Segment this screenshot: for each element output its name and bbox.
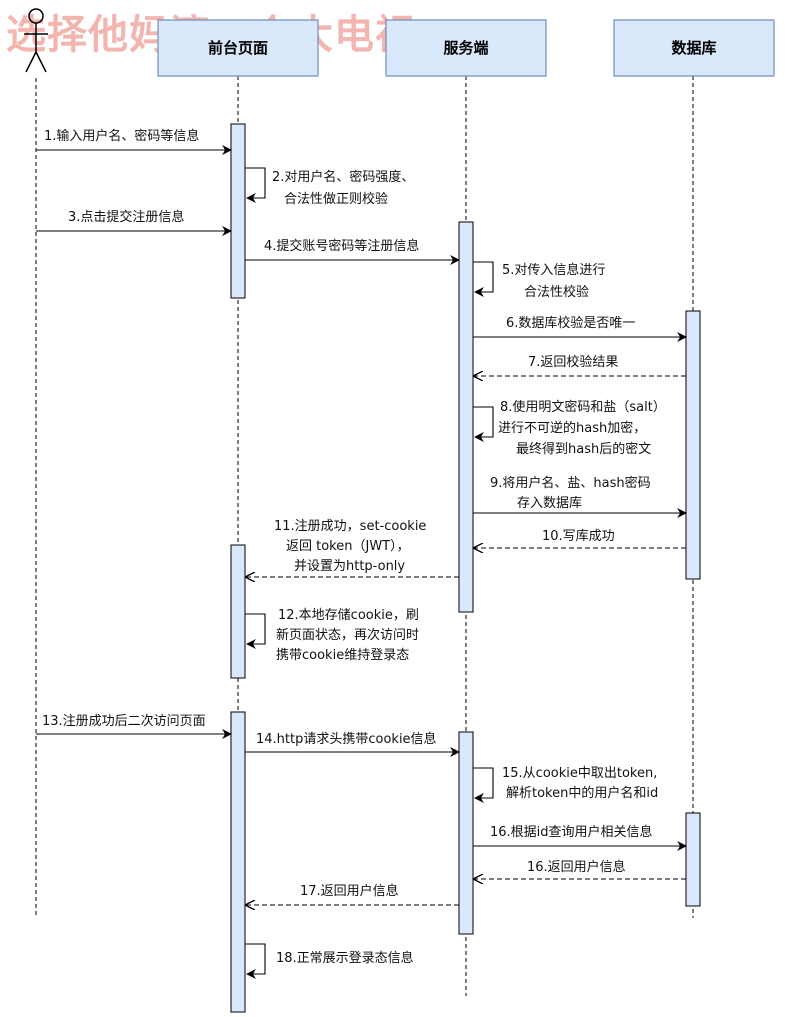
participant-database: 数据库: [613, 19, 775, 77]
participant-server: 服务端: [385, 19, 547, 77]
message-9-label: 9.将用户名、盐、hash密码 存入数据库: [490, 475, 655, 511]
message-5-label: 5.对传入信息进行 合法性校验: [502, 262, 610, 300]
message-17-label: 17.返回用户信息: [300, 883, 399, 899]
participant-frontend-label: 前台页面: [208, 39, 268, 57]
message-3-label: 3.点击提交注册信息: [68, 209, 184, 225]
message-13-label: 13.注册成功后二次访问页面: [42, 713, 206, 729]
user-actor-icon: [24, 8, 48, 73]
message-16-return-label: 16.返回用户信息: [527, 859, 626, 875]
message-8-arrow: [473, 406, 494, 442]
message-16-label: 16.根据id查询用户相关信息: [490, 824, 653, 840]
participant-database-label: 数据库: [671, 39, 716, 57]
message-11-label: 11.注册成功，set-cookie 返回 token（JWT）， 并设置为ht…: [274, 519, 431, 574]
participant-frontend: 前台页面: [157, 19, 319, 77]
activation-frontend-3: [230, 711, 246, 1013]
message-2-label: 2.对用户名、密码强度、 合法性做正则校验: [272, 169, 419, 207]
message-15-label: 15.从cookie中取出token, 解析token中的用户名和id: [502, 766, 662, 801]
message-1-label: 1.输入用户名、密码等信息: [44, 128, 199, 144]
activation-database-2: [685, 812, 701, 907]
message-8-label: 8.使用明文密码和盐（salt） 进行不可逆的hash加密， 最终得到hash后…: [498, 399, 670, 457]
message-6-label: 6.数据库校验是否唯一: [506, 315, 635, 331]
message-7-label: 7.返回校验结果: [528, 354, 618, 370]
activation-database-1: [685, 310, 701, 580]
participant-server-label: 服务端: [443, 39, 488, 57]
message-15-arrow: [473, 767, 494, 803]
message-10-label: 10.写库成功: [542, 528, 615, 544]
message-18-arrow: [245, 943, 266, 979]
activation-frontend-2: [230, 544, 246, 679]
message-4-label: 4.提交账号密码等注册信息: [264, 238, 419, 254]
message-12-label: 12.本地存储cookie，刷 新页面状态，再次访问时 携带cookie维持登录…: [276, 608, 423, 663]
activation-server-1: [458, 221, 474, 613]
message-18-label: 18.正常展示登录态信息: [276, 950, 414, 966]
message-14-label: 14.http请求头携带cookie信息: [256, 731, 437, 747]
activation-server-2: [458, 731, 474, 935]
message-2-arrow: [245, 167, 266, 203]
message-12-arrow: [245, 613, 266, 649]
message-5-arrow: [473, 261, 494, 297]
activation-frontend-1: [230, 123, 246, 299]
